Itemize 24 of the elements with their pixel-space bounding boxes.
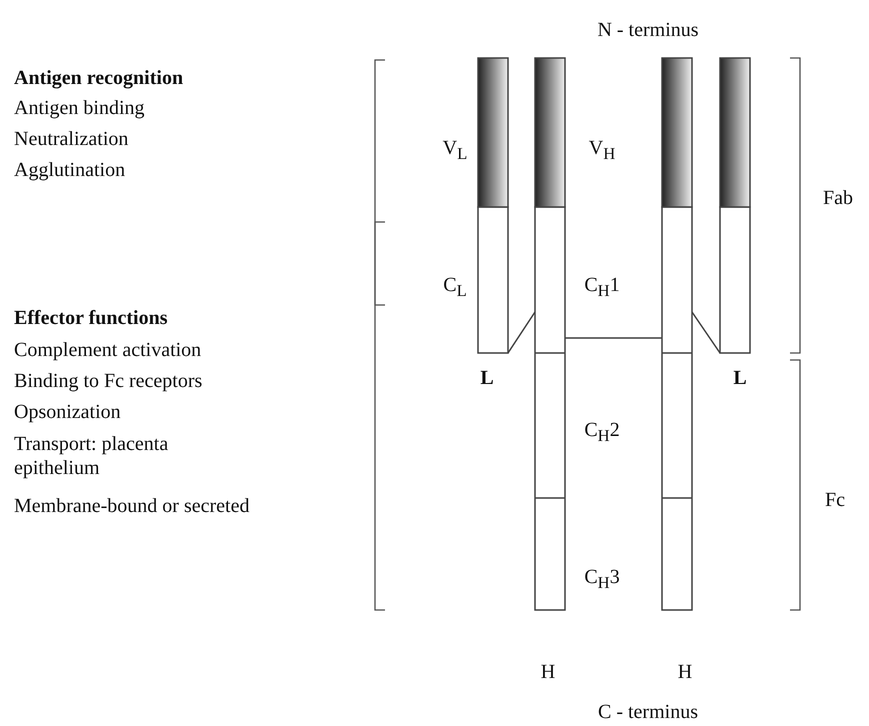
heading: Effector functions: [14, 306, 168, 330]
function-item: Binding to Fc receptors: [14, 369, 202, 393]
chain-label: L: [480, 366, 494, 390]
chain-label: H: [678, 660, 692, 684]
region-label: Fc: [825, 488, 845, 512]
terminus-label: C - terminus: [598, 700, 698, 724]
function-item: Agglutination: [14, 158, 126, 182]
heading: Antigen recognition: [14, 66, 184, 90]
domain-label: C$_{H}$2: [584, 418, 620, 447]
function-item: Neutralization: [14, 127, 128, 151]
function-item: Membrane-bound or secreted: [14, 494, 250, 518]
terminus-label: N - terminus: [597, 18, 699, 42]
chain-label: L: [733, 366, 747, 390]
domain-label: V$_{L}$: [442, 136, 468, 165]
function-item: Antigen binding: [14, 96, 145, 120]
domain-label: C$_{H}$1: [584, 273, 620, 302]
chain-label: H: [540, 660, 556, 684]
domain-label: V$_{H}$: [588, 136, 616, 165]
function-item: Complement activation: [14, 338, 202, 362]
function-item: Opsonization: [14, 400, 121, 424]
domain-label: C$_{H}$3: [584, 565, 620, 594]
function-item: Transport: placenta epithelium: [14, 432, 170, 480]
region-label: Fab: [823, 186, 853, 210]
domain-label: C$_{L}$: [443, 273, 467, 302]
